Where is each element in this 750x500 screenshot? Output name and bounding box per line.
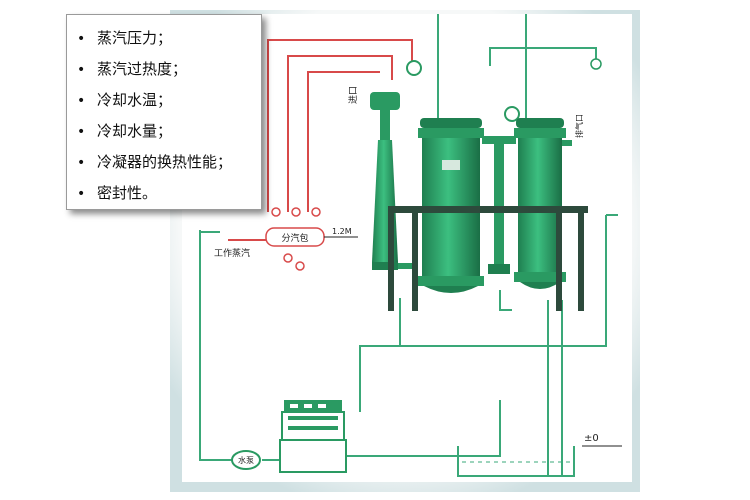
cooling-tower	[279, 400, 347, 473]
bullet-item: •冷凝器的换热性能；	[77, 153, 233, 171]
bullet-list-panel: •蒸汽压力； •蒸汽过热度； •冷却水温； •冷却水量； •冷凝器的换热性能； …	[66, 14, 262, 210]
zero-level-label: ±0	[584, 433, 599, 444]
steam-pipes	[228, 39, 413, 241]
bullet-item: •冷却水量；	[77, 122, 173, 140]
inlet-label-left: 进口	[348, 86, 359, 104]
bullet-text: 密封性。	[97, 184, 158, 202]
drain-tank	[457, 446, 575, 477]
steam-header-label: 分汽包	[281, 232, 308, 244]
bullet-text: 冷却水量；	[97, 122, 173, 140]
bullet-item: •密封性。	[77, 184, 158, 202]
support-frame	[388, 206, 588, 311]
working-steam-label: 工作蒸汽	[214, 247, 250, 259]
header-valves	[271, 207, 321, 271]
water-pump	[231, 450, 261, 470]
main-condenser	[418, 118, 484, 293]
vessel-connector	[482, 136, 516, 274]
bullet-item: •冷却水温；	[77, 91, 173, 109]
bullet-item: •蒸汽压力；	[77, 29, 173, 47]
water-pump-label: 水泵	[238, 455, 254, 465]
bullet-item: •蒸汽过热度；	[77, 60, 188, 78]
bullet-text: 冷凝器的换热性能；	[97, 153, 233, 171]
bullet-text: 蒸汽压力；	[97, 29, 173, 47]
bullet-text: 冷却水温；	[97, 91, 173, 109]
pressure-label: 1.2M	[332, 227, 352, 236]
exhaust-label: 排气口	[574, 114, 584, 138]
bullet-text: 蒸汽过热度；	[97, 60, 188, 78]
pressure-gauges	[406, 58, 602, 122]
cooling-water-pipes	[199, 14, 618, 476]
